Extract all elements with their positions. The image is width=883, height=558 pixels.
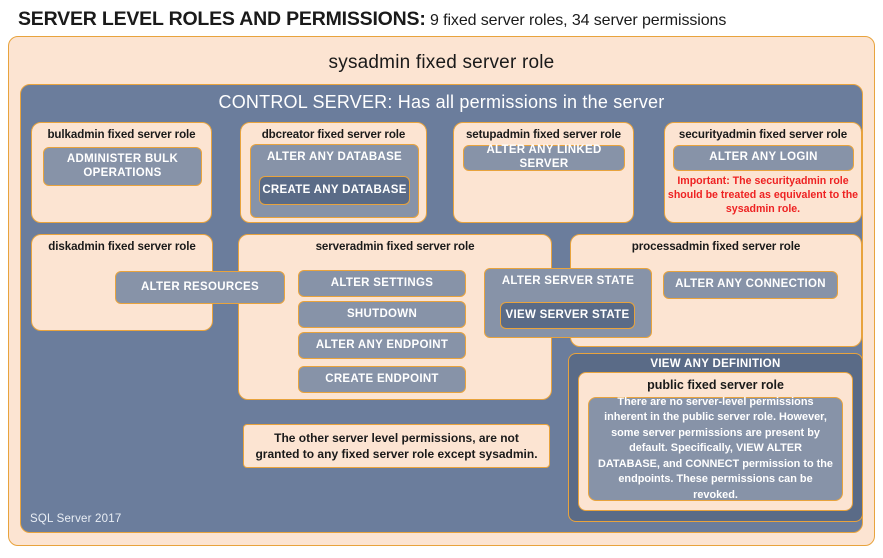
permission-administer-bulk-operations[interactable]: ADMINISTER BULK OPERATIONS [43,147,202,186]
sql-server-version-label: SQL Server 2017 [30,513,122,525]
permission-alter-settings[interactable]: ALTER SETTINGS [298,270,466,297]
role-label-serveradmin: serveradmin fixed server role [315,240,475,253]
role-label-setupadmin: setupadmin fixed server role [465,128,622,141]
permission-alter-resources[interactable]: ALTER RESOURCES [115,271,285,304]
role-box-securityadmin [664,122,862,223]
page-title-main: SERVER LEVEL ROLES AND PERMISSIONS: [18,8,426,30]
permission-create-any-database[interactable]: CREATE ANY DATABASE [259,176,410,205]
role-label-bulkadmin: bulkadmin fixed server role [47,128,196,141]
sysadmin-role-label: sysadmin fixed server role [328,52,555,73]
role-label-diskadmin: diskadmin fixed server role [48,240,196,253]
permission-alter-any-linked-server[interactable]: ALTER ANY LINKED SERVER [463,144,625,171]
public-role-description: There are no server-level permissions in… [588,396,843,501]
control-server-label: CONTROL SERVER: Has all permissions in t… [218,92,665,112]
permission-alter-any-endpoint[interactable]: ALTER ANY ENDPOINT [298,332,466,359]
permission-alter-any-connection[interactable]: ALTER ANY CONNECTION [663,271,838,299]
role-box-setupadmin [453,122,634,223]
page-title-subtitle: 9 fixed server roles, 34 server permissi… [425,12,727,29]
permission-view-any-definition[interactable]: VIEW ANY DEFINITION [650,358,781,370]
other-permissions-note: The other server level permissions, are … [243,424,550,468]
permission-view-server-state[interactable]: VIEW SERVER STATE [500,302,635,329]
role-label-public: public fixed server role [647,378,784,392]
securityadmin-warning-text: Important: The securityadmin role should… [667,175,859,215]
page-title: SERVER LEVEL ROLES AND PERMISSIONS: 9 fi… [18,8,868,36]
role-label-dbcreator: dbcreator fixed server role [261,128,406,141]
role-label-securityadmin: securityadmin fixed server role [678,128,848,141]
permission-alter-any-login[interactable]: ALTER ANY LOGIN [673,145,854,171]
permission-create-endpoint[interactable]: CREATE ENDPOINT [298,366,466,393]
role-label-processadmin: processadmin fixed server role [631,240,801,253]
permission-shutdown[interactable]: SHUTDOWN [298,301,466,328]
